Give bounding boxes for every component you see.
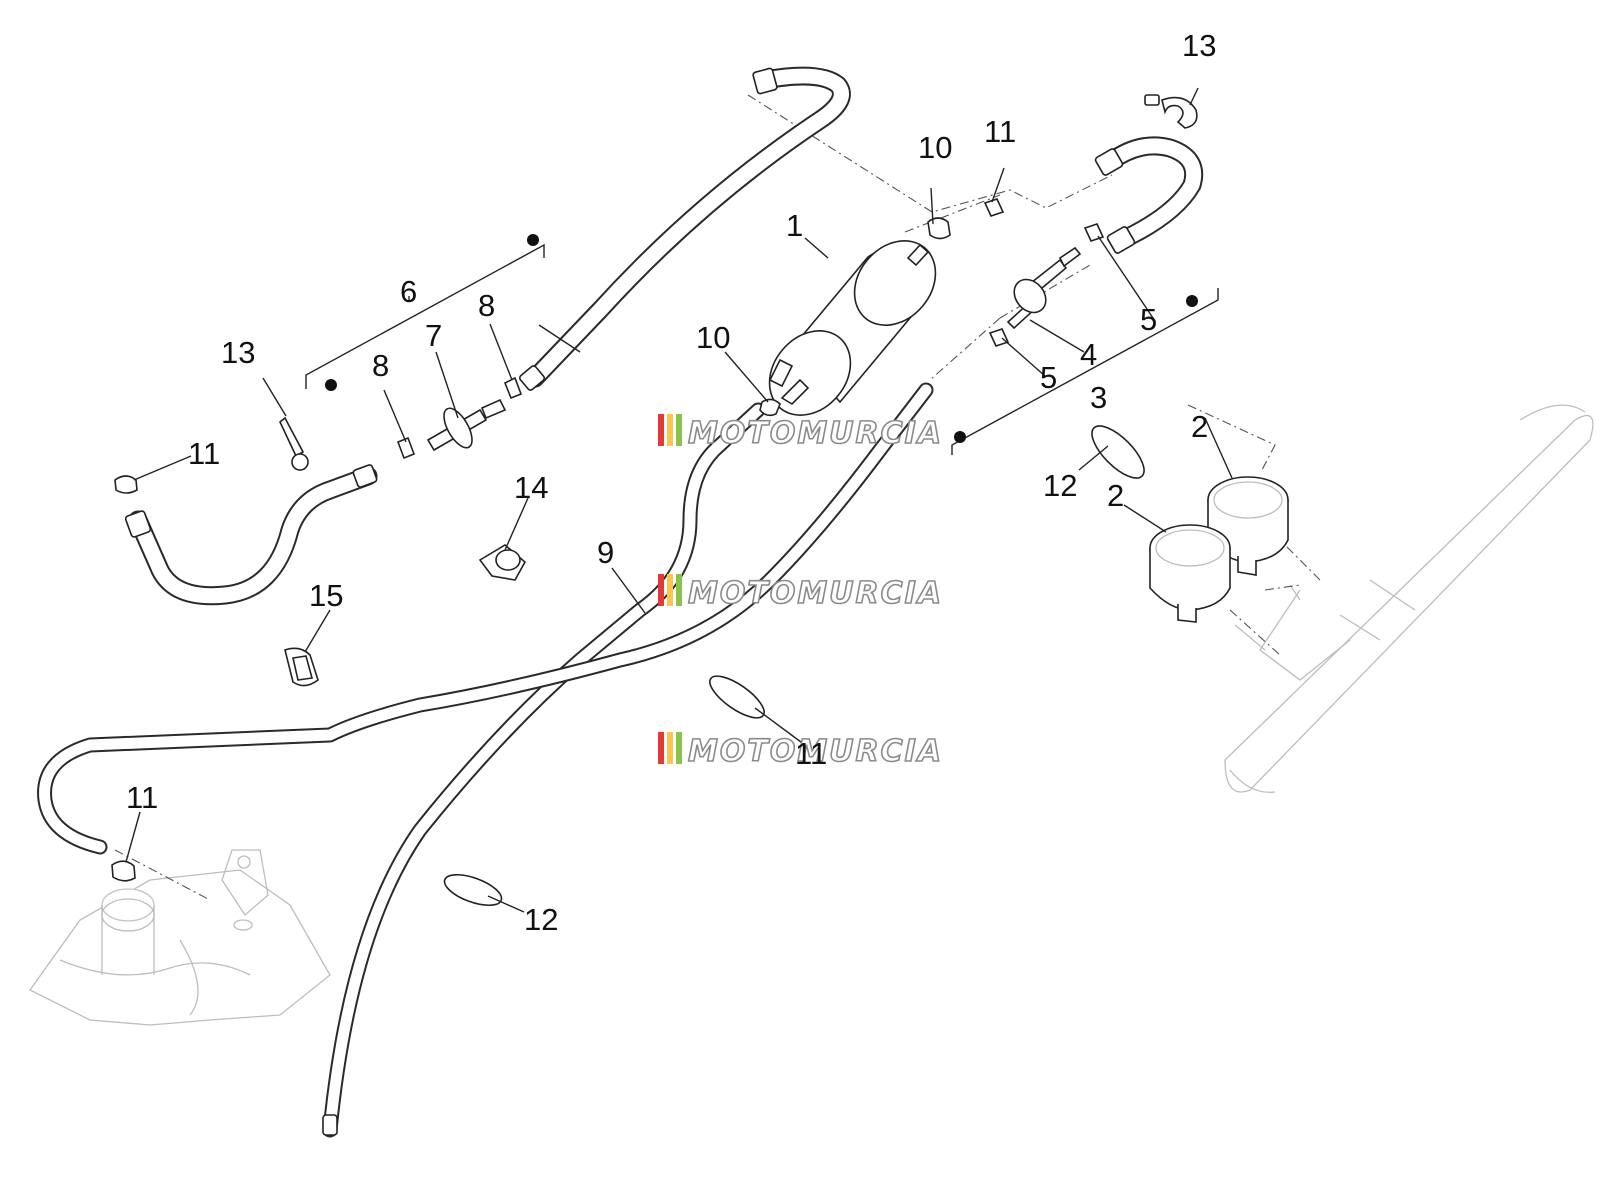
callout-11b: 11 — [188, 436, 220, 471]
bracket-3 — [951, 288, 1219, 455]
callout-12b: 12 — [524, 902, 558, 937]
watermark-stripe-red — [658, 732, 664, 764]
callout-5a: 5 — [1140, 302, 1157, 337]
hose-9 — [37, 382, 934, 1138]
watermark-3: MOTOMURCIA — [658, 732, 943, 770]
callout-11d: 11 — [795, 736, 827, 771]
check-valve-7 — [426, 398, 507, 452]
callout-14: 14 — [514, 470, 548, 505]
watermark-text: MOTOMURCIA — [688, 576, 943, 611]
watermark-stripe-green — [676, 414, 682, 446]
watermark-text: MOTOMURCIA — [688, 734, 943, 769]
leader-lines — [125, 87, 1233, 913]
hose-assembly-6 — [124, 66, 851, 606]
clamp-2-lower — [1149, 524, 1231, 623]
watermark-stripe-red — [658, 414, 664, 446]
watermark-stripe-green — [676, 732, 682, 764]
watermark-1: MOTOMURCIA — [658, 414, 943, 452]
callout-10a: 10 — [918, 130, 952, 165]
callout-9: 9 — [597, 535, 614, 570]
callout-13a: 13 — [1182, 28, 1216, 63]
check-valve-4 — [1006, 246, 1082, 330]
callout-7: 7 — [425, 318, 442, 353]
watermark-2: MOTOMURCIA — [658, 574, 943, 612]
callout-6: 6 — [400, 274, 417, 309]
watermark-stripe-yellow — [667, 574, 673, 606]
callout-8b: 8 — [478, 288, 495, 323]
watermark-stripe-green — [676, 574, 682, 606]
clip-15 — [284, 647, 319, 687]
callout-11c: 11 — [126, 780, 158, 815]
watermark-stripe-red — [658, 574, 664, 606]
clip-14 — [478, 544, 527, 581]
callout-3: 3 — [1090, 380, 1107, 415]
watermark-stripe-yellow — [667, 414, 673, 446]
bracket-6 — [305, 234, 545, 391]
callout-4: 4 — [1080, 337, 1097, 372]
callout-2a: 2 — [1191, 409, 1208, 444]
watermark-stripe-yellow — [667, 732, 673, 764]
callout-8a: 8 — [372, 348, 389, 383]
clip-13-top — [1144, 94, 1198, 129]
callout-12a: 12 — [1043, 468, 1077, 503]
callout-5b: 5 — [1040, 360, 1057, 395]
watermark-text: MOTOMURCIA — [688, 416, 943, 451]
hose-assembly-3 — [1094, 136, 1204, 254]
callout-2b: 2 — [1107, 478, 1124, 513]
fuel-tank-outline — [29, 849, 331, 1026]
callout-15: 15 — [309, 578, 343, 613]
callout-13b: 13 — [221, 335, 255, 370]
callout-10b: 10 — [696, 320, 730, 355]
callout-11a: 11 — [984, 114, 1016, 149]
assembly-dash-lines — [114, 94, 1321, 901]
clip-13-left — [279, 416, 309, 471]
carbon-canister — [768, 240, 937, 416]
callout-labels: 1 2 2 3 4 5 5 6 7 8 8 9 10 10 11 11 11 1… — [126, 28, 1216, 937]
hose-clamp-12 — [443, 425, 1145, 907]
callout-1: 1 — [786, 208, 803, 243]
frame-tube-outline — [1224, 404, 1594, 793]
